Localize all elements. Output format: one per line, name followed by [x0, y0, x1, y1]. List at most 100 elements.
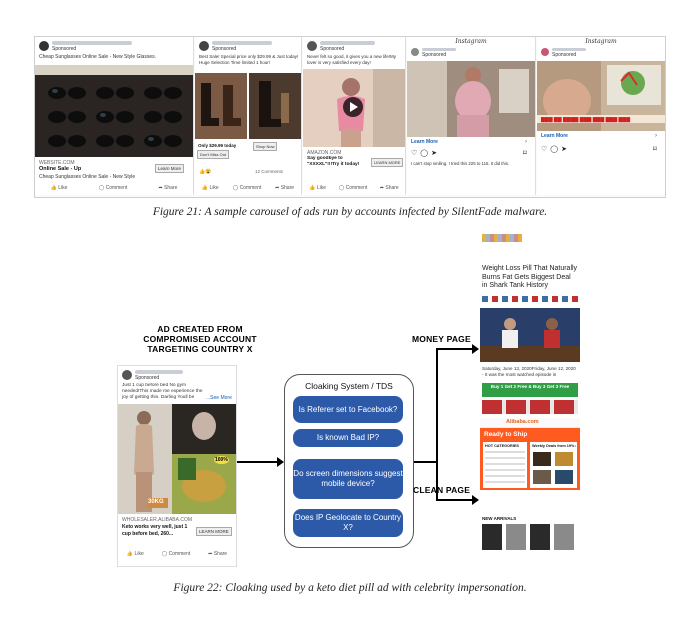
instagram-action-icons[interactable]: ♡◯➤ [541, 146, 570, 153]
comment-count: 12 Comments [255, 169, 284, 174]
learn-more-button[interactable]: LEARN MORE [371, 158, 404, 167]
ad-heading-line-1: AD CREATED FROM [157, 324, 243, 334]
arrow-to-money [436, 348, 474, 350]
tv-studio-illustration [480, 308, 580, 362]
boots-illustration [195, 73, 247, 139]
reaction-bar: 👍 Like ◯ Comment ➦ Share [118, 551, 236, 557]
shop-now-button[interactable]: Shop Now [253, 142, 278, 151]
instagram-action-icons[interactable]: ♡◯➤ [411, 150, 440, 157]
money-page-screenshot: Weight Loss Pill That Naturally Burns Fa… [480, 232, 580, 418]
boots-image-left [195, 73, 247, 139]
sunglasses-illustration [35, 65, 193, 157]
reaction-bar: 👍 Like ◯ Comment ➦ Share [35, 185, 193, 191]
ad-heading-line-2: COMPROMISED ACCOUNT [143, 334, 257, 344]
clean-page-label: CLEAN PAGE [413, 485, 471, 495]
like-button[interactable]: 👍 Like [50, 185, 68, 191]
shark-tank-image [480, 308, 580, 362]
press-logos [482, 296, 578, 302]
video-person-illustration [303, 69, 405, 147]
money-page-label: MONEY PAGE [412, 334, 471, 344]
check-referer: Is Referer set to Facebook? [293, 396, 403, 423]
sponsored-label: Sponsored [212, 46, 237, 52]
hot-categories: HOT CATEGORIES [483, 442, 527, 488]
blurred-page-name [135, 370, 183, 374]
new-arrivals-title: NEW ARRIVALS [482, 516, 517, 521]
boots-illustration [249, 73, 301, 139]
reaction-emoji: 👍😮 [199, 169, 212, 175]
deal-product-image[interactable] [555, 470, 573, 484]
site-logo [482, 234, 522, 242]
avatar [122, 370, 132, 380]
arrow-cloak-out [414, 461, 436, 463]
learn-more-button[interactable]: Learn More [155, 164, 185, 173]
instagram-wordmark: Instagram [455, 38, 487, 45]
hot-categories-title: HOT CATEGORIES [485, 444, 519, 448]
figure-21-caption: Figure 21: A sample carousel of ads run … [152, 206, 548, 218]
keto-ad-image: 100% 30KG [118, 404, 236, 514]
share-button[interactable]: ➦ Share [275, 185, 295, 191]
learn-more-link[interactable]: Learn More [541, 133, 568, 139]
instagram-ad-image: ▇▇▇ ▇▇ ▇▇▇▇ ▇▇▇ ▇▇▇ ▇▇▇ ▇▇▇ [537, 61, 665, 131]
instagram-caption: I can't stop smiling. I tried this 225 t… [411, 161, 510, 166]
like-button[interactable]: 👍 Like [126, 551, 144, 557]
see-more-link[interactable]: ...See More [206, 395, 232, 401]
person-illustration [407, 61, 535, 137]
ad-title: Keto works very well, just 1 cup before … [122, 524, 188, 537]
avatar [199, 41, 209, 51]
instagram-ad-image [407, 61, 535, 137]
weekly-deals: Weekly Deals from 19% off [530, 442, 577, 488]
ad-source: WHOLESALER.ALIBABA.COM [122, 517, 193, 523]
ad-source: WEBSITE.COM [39, 160, 75, 166]
ad-title: Say goodbye to "XXXXL"!!!Try it today! [307, 156, 360, 167]
weight-tag: 30KG [148, 499, 164, 505]
like-button[interactable]: 👍 Like [201, 185, 219, 191]
ad-title: Online Sale - Up [39, 166, 82, 172]
deal-product-image[interactable] [533, 452, 551, 466]
learn-more-button[interactable]: LEARN MORE [196, 527, 232, 536]
arrowhead-icon [277, 457, 284, 467]
dont-miss-out-button[interactable]: Don't Miss Out [197, 150, 230, 159]
percent-badge: 100% [214, 456, 229, 464]
bookmark-icon[interactable]: ⌑ [653, 146, 657, 153]
check-ip-geolocation: Does IP Geolocate to Country X? [293, 509, 403, 537]
deal-product-image[interactable] [533, 470, 551, 484]
blurred-page-name [212, 41, 272, 45]
ready-to-ship-panel: Ready to Ship HOT CATEGORIES Weekly Deal… [480, 428, 580, 490]
blurred-account-name [552, 48, 586, 51]
play-icon[interactable] [343, 97, 363, 117]
check-screen-dimensions: Do screen dimensions suggest mobile devi… [293, 459, 403, 499]
arrow-branch-vertical [436, 348, 438, 500]
ad-text: Best Sale! Special price only $29.99 & J… [199, 54, 299, 65]
avatar [307, 41, 317, 51]
share-button[interactable]: ➦ Share [379, 185, 399, 191]
like-button[interactable]: 👍 Like [309, 185, 327, 191]
bookmark-icon[interactable]: ⌑ [523, 150, 527, 157]
avatar [541, 48, 549, 56]
comment-button[interactable]: ◯ Comment [161, 551, 191, 557]
comment-button[interactable]: ◯ Comment [338, 185, 368, 191]
collage-illustration: ▇▇▇ ▇▇ ▇▇▇▇ ▇▇▇ ▇▇▇ ▇▇▇ ▇▇▇ [537, 61, 665, 131]
sponsored-label: Sponsored [135, 375, 160, 381]
comment-button[interactable]: ◯ Comment [232, 185, 262, 191]
share-button[interactable]: ➦ Share [158, 185, 178, 191]
ad-card-video: Sponsored Never felt so good, it gives y… [303, 37, 406, 195]
ready-to-ship-title: Ready to Ship [484, 431, 528, 438]
svg-text:▇▇▇ ▇▇ ▇▇▇▇ ▇▇▇ ▇▇▇ ▇▇▇ ▇▇▇: ▇▇▇ ▇▇ ▇▇▇▇ ▇▇▇ ▇▇▇ ▇▇▇ ▇▇▇ [540, 117, 630, 123]
learn-more-link[interactable]: Learn More [411, 139, 438, 145]
check-bad-ip: Is known Bad IP? [293, 429, 403, 447]
video-thumbnail[interactable] [303, 69, 405, 147]
blurred-page-name [320, 41, 375, 45]
ad-card-instagram-2: Instagram Sponsored ▇▇▇ ▇▇ ▇▇▇▇ ▇▇▇ ▇▇▇ … [537, 37, 665, 195]
arrow-to-clean [436, 499, 474, 501]
deal-product-image[interactable] [555, 452, 573, 466]
share-button[interactable]: ➦ Share [208, 551, 228, 557]
arrowhead-icon [472, 495, 479, 505]
ad-carousel: Sponsored Cheap Sunglasses Online Sale -… [34, 36, 666, 198]
buy-offer-button[interactable]: Buy 1 Get 2 Free & Buy 3 Get 3 Free [482, 383, 578, 397]
price-label-left: Only $29.99 today [198, 143, 237, 148]
ad-card-sunglasses: Sponsored Cheap Sunglasses Online Sale -… [35, 37, 194, 195]
offer-banner [482, 400, 578, 414]
comment-button[interactable]: ◯ Comment [98, 185, 128, 191]
reaction-bar: 👍 Like ◯ Comment ➦ Share [195, 185, 301, 191]
new-arrivals-products [482, 524, 578, 550]
